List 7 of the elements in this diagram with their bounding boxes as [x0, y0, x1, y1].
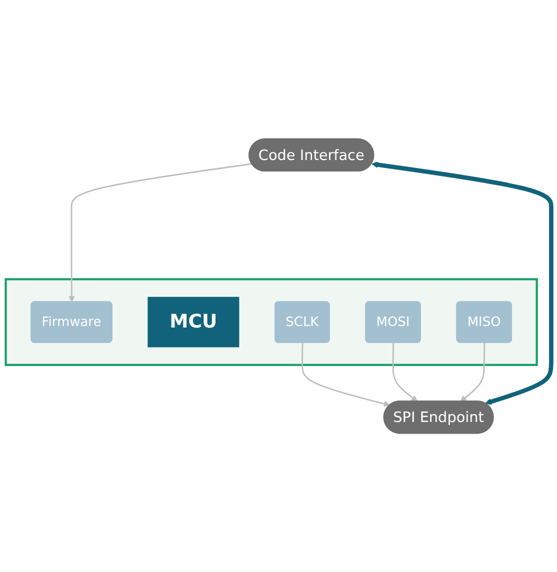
arrow [372, 162, 554, 405]
arrow [302, 342, 390, 407]
cluster [4, 278, 538, 366]
arrow [460, 342, 486, 402]
node-box: MCU [148, 296, 240, 348]
arrow [392, 342, 418, 402]
arrow [68, 163, 252, 302]
